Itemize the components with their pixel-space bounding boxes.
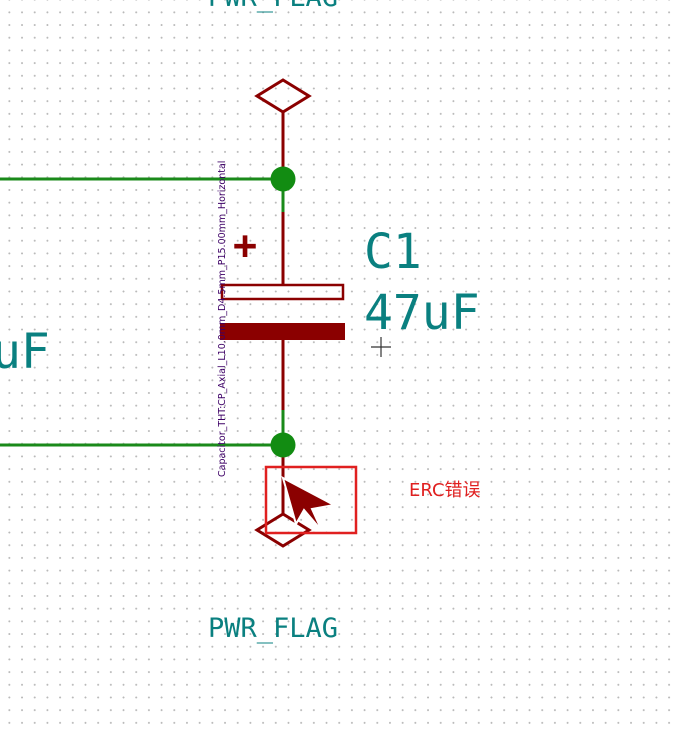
polarity-plus-mark: + [233,223,258,269]
capacitor-plate-positive [220,283,345,301]
capacitor-value[interactable]: 47uF [364,285,480,341]
erc-box [264,465,358,535]
cursor-cross-icon [371,337,391,357]
capacitor-plate-negative [220,323,345,340]
adjacent-capacitor-value-partial[interactable]: uF [0,324,50,380]
capacitor-reference[interactable]: C1 [364,224,422,280]
power-flag-top-label: PWR_FLAG [208,0,338,11]
power-flag-top-symbol[interactable] [254,78,312,179]
power-flag-bottom-label: PWR_FLAG [208,613,339,644]
capacitor-footprint-label: Capacitor_THT:CP_Axial_L10.0mm_D4.5mm_P1… [217,160,228,477]
junction-icon[interactable] [270,432,296,458]
erc-marker[interactable] [264,465,358,535]
junction-icon[interactable] [270,166,296,192]
erc-error-label: ERC错误 [409,480,481,501]
erc-arrow-icon [281,476,338,532]
power-flag-icon [254,78,312,114]
capacitor-symbol[interactable] [220,212,345,410]
